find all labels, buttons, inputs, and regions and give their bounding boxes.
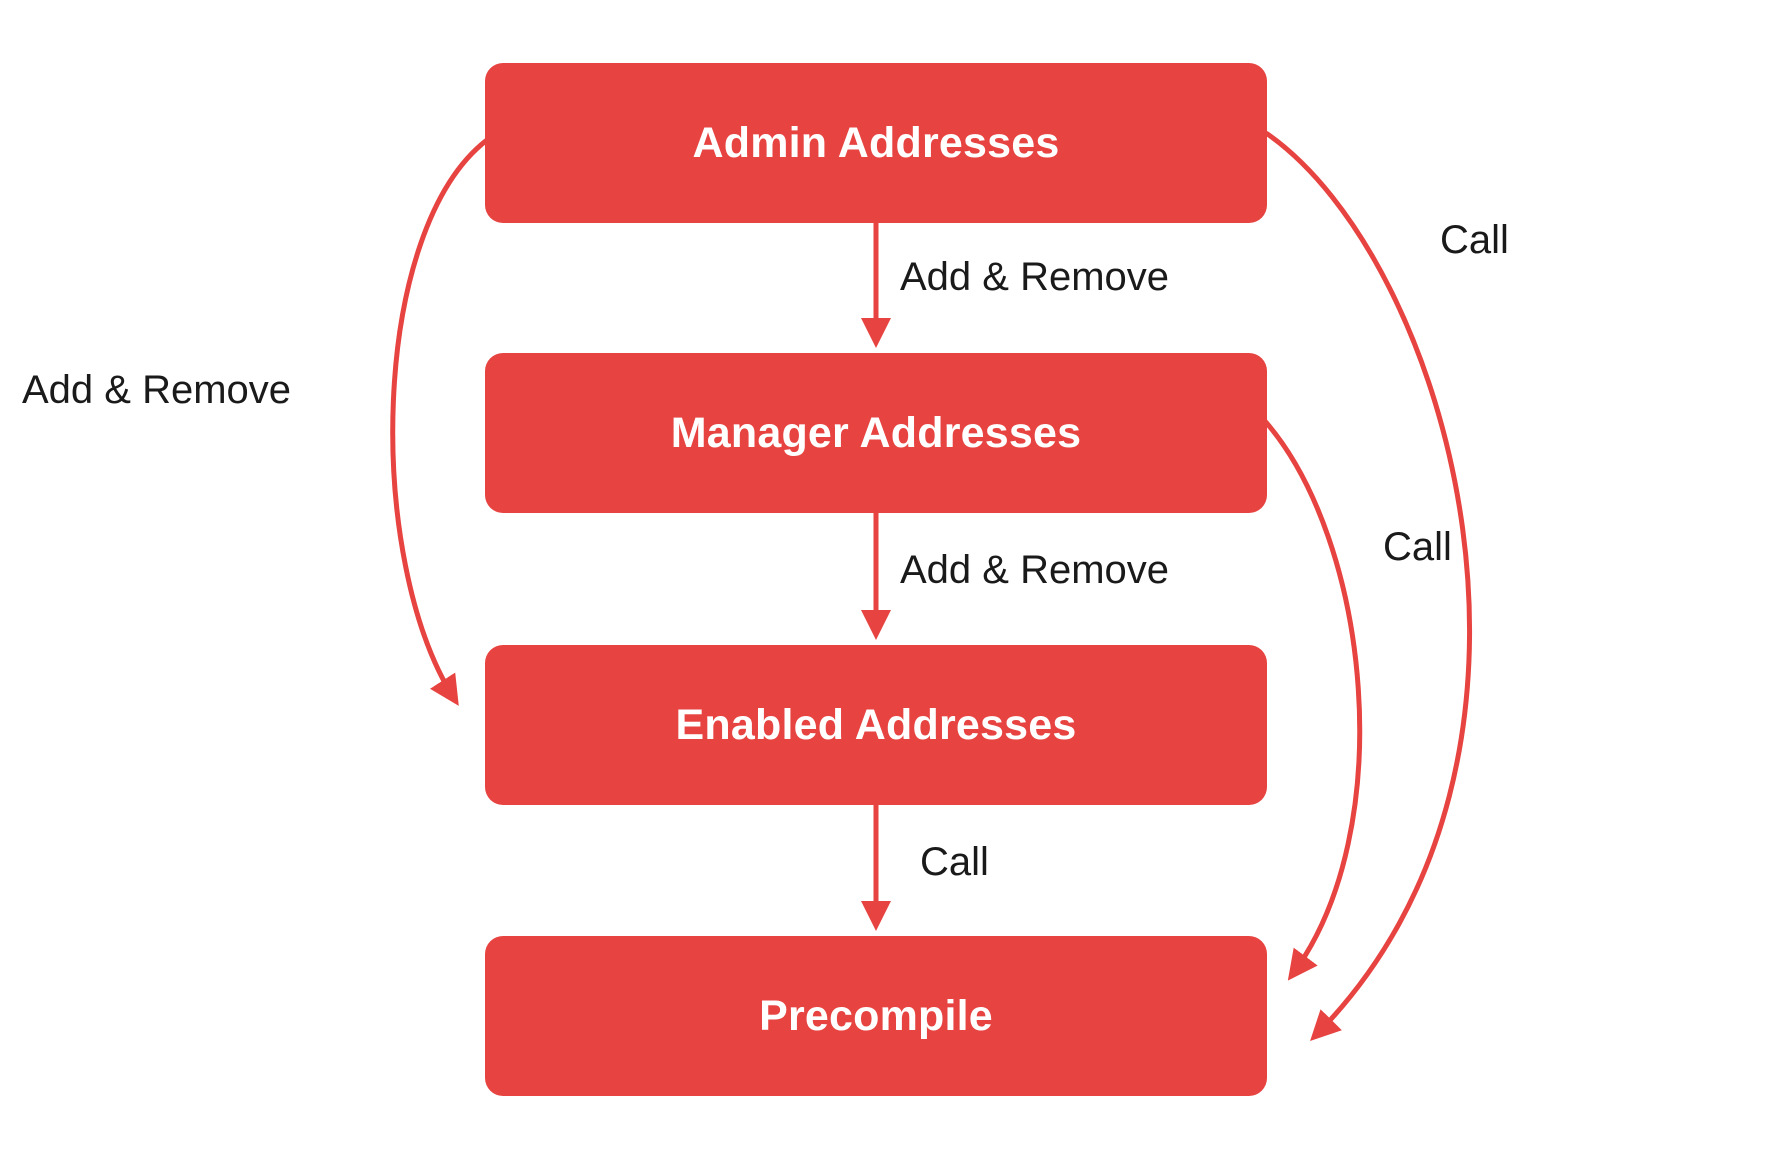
edge-admin-precompile xyxy=(1264,130,1473,1041)
node-precompile[interactable]: Precompile xyxy=(485,936,1267,1096)
edge-manager-precompile xyxy=(1262,418,1363,981)
edge-label-admin-precompile: Call xyxy=(1440,218,1509,262)
edge-label-admin-manager: Add & Remove xyxy=(900,255,1170,299)
edge-label-manager-enabled: Add & Remove xyxy=(900,548,1170,592)
node-label: Precompile xyxy=(759,991,993,1040)
edge-label-enabled-precompile: Call xyxy=(920,840,989,884)
node-enabled-addresses[interactable]: Enabled Addresses xyxy=(485,645,1267,805)
edge-label-manager-precompile: Call xyxy=(1383,525,1452,569)
node-label: Enabled Addresses xyxy=(675,700,1077,749)
node-label: Manager Addresses xyxy=(670,408,1082,457)
edge-admin-enabled xyxy=(390,138,489,706)
node-label: Admin Addresses xyxy=(692,118,1060,167)
node-admin-addresses[interactable]: Admin Addresses xyxy=(485,63,1267,223)
node-manager-addresses[interactable]: Manager Addresses xyxy=(485,353,1267,513)
edge-label-admin-enabled: Add & Remove xyxy=(22,368,292,412)
